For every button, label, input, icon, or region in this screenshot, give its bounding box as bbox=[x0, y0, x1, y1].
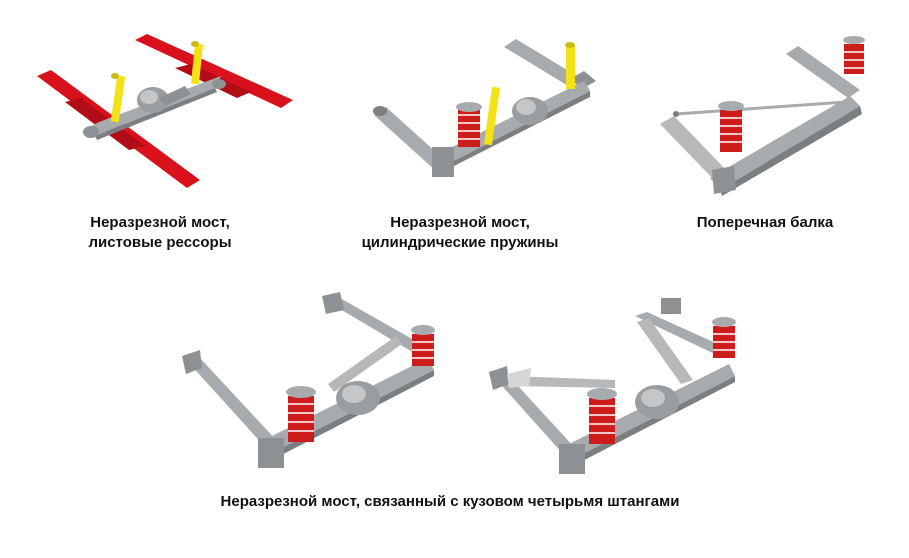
coil-spring-right bbox=[712, 317, 736, 358]
axle-beam bbox=[432, 81, 590, 177]
axle-beam bbox=[83, 76, 226, 140]
trailing-arm-left bbox=[373, 106, 448, 171]
transverse-beam-figure bbox=[660, 36, 865, 196]
coil-spring-left bbox=[456, 102, 482, 147]
shock-absorber-yellow bbox=[484, 86, 500, 146]
coil-spring-axle-figure bbox=[373, 39, 596, 177]
shock-absorber-right bbox=[190, 41, 204, 85]
trailing-arm-rear bbox=[786, 46, 860, 98]
trailing-link-upper bbox=[322, 292, 428, 354]
trailing-arm-right bbox=[504, 39, 596, 89]
shock-absorber-right bbox=[565, 42, 575, 89]
shock-absorber-left bbox=[110, 73, 126, 123]
trailing-arm-front bbox=[660, 116, 736, 194]
diagonal-link bbox=[328, 336, 402, 392]
cross-beam bbox=[710, 96, 862, 196]
caption-four-link-axle: Неразрезной мост, связанный с кузовом че… bbox=[150, 492, 750, 512]
coil-spring-right bbox=[843, 36, 865, 74]
caption-coil-springs: Неразрезной мост, цилиндрические пружины bbox=[340, 213, 580, 253]
caption-leaf-springs: Неразрезной мост, листовые рессоры bbox=[40, 213, 280, 253]
track-rod bbox=[673, 100, 847, 117]
four-link-axle-figure-b bbox=[489, 298, 736, 474]
upper-link-left bbox=[507, 368, 615, 388]
caption-line: цилиндрические пружины bbox=[361, 234, 559, 251]
leaf-spring-axle-figure bbox=[37, 34, 293, 188]
trailing-link-upper bbox=[635, 298, 731, 384]
caption-line: листовые рессоры bbox=[88, 234, 232, 251]
caption-line: Неразрезной мост, связанный с кузовом че… bbox=[220, 493, 680, 510]
coil-spring-left bbox=[286, 386, 316, 442]
trailing-link-lower bbox=[182, 350, 278, 448]
coil-spring-right bbox=[411, 325, 435, 366]
coil-spring-left bbox=[718, 101, 744, 152]
coil-spring-left bbox=[587, 388, 617, 444]
caption-line: Неразрезной мост, bbox=[390, 214, 530, 231]
caption-line: Неразрезной мост, bbox=[90, 214, 230, 231]
caption-line: Поперечная балка bbox=[696, 214, 834, 231]
trailing-link-lower bbox=[489, 366, 575, 454]
caption-transverse-beam: Поперечная балка bbox=[660, 213, 870, 233]
four-link-axle-figure-a bbox=[182, 292, 435, 468]
